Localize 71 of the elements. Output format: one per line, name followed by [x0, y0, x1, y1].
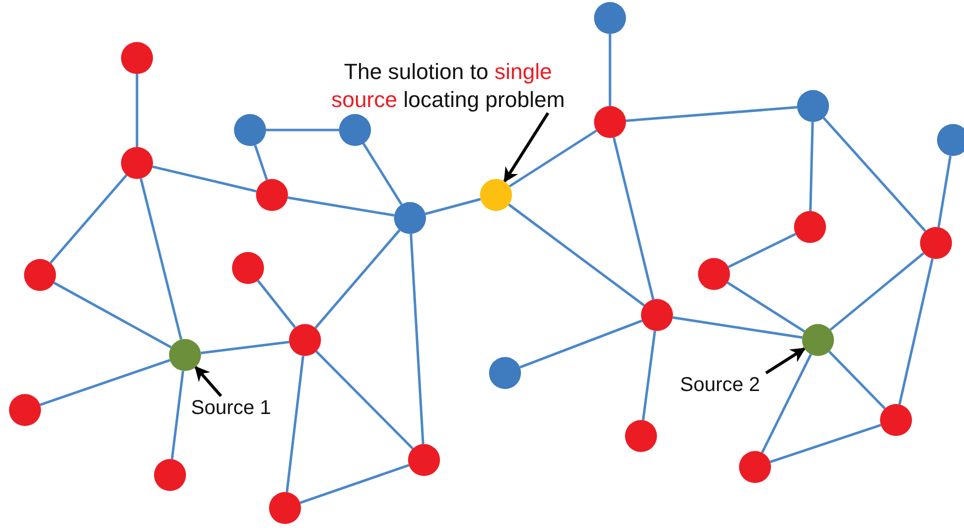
network-link: [140, 178, 182, 340]
network-node: [9, 394, 41, 426]
network-link: [286, 356, 304, 492]
network-link: [53, 282, 172, 348]
network-node: [739, 451, 771, 483]
network-link: [520, 320, 642, 368]
network-node: [256, 179, 288, 211]
network-link: [200, 340, 290, 354]
network-node: [794, 211, 826, 243]
network-node: [232, 252, 264, 284]
network-node: [408, 444, 440, 476]
network-link: [266, 128, 339, 132]
network-link: [152, 165, 257, 193]
network-node: [625, 420, 657, 452]
network-node: [594, 2, 626, 34]
network-node: [169, 339, 201, 371]
network-node: [154, 459, 186, 491]
network-link: [136, 74, 138, 147]
network-node: [121, 42, 153, 74]
network-link: [608, 34, 612, 106]
network-link: [40, 359, 170, 406]
annotation-text: The sulotion to single source locating problem: [308, 58, 588, 113]
network-link: [50, 174, 128, 264]
network-node: [594, 106, 626, 138]
network-link: [828, 350, 886, 410]
network-link: [254, 144, 268, 180]
arrow: [503, 112, 550, 183]
network-link: [410, 234, 424, 444]
network-link: [425, 198, 481, 216]
network-node: [394, 202, 426, 234]
network-node: [234, 114, 266, 146]
network-link: [256, 280, 296, 328]
network-link: [288, 196, 394, 217]
network-node: [641, 299, 673, 331]
network-link: [770, 424, 882, 464]
network-link: [362, 142, 403, 206]
network-link: [822, 117, 926, 232]
network-link: [672, 316, 802, 339]
network-node: [289, 324, 321, 356]
network-link: [830, 252, 924, 331]
network-node: [489, 357, 521, 389]
network-node: [480, 179, 512, 211]
network-node: [698, 258, 730, 290]
network-node: [880, 404, 912, 436]
network-node: [121, 147, 153, 179]
network-link: [937, 156, 952, 228]
network-node: [269, 492, 301, 524]
network-node: [797, 90, 829, 122]
network-link: [170, 370, 184, 460]
network-link: [314, 229, 401, 329]
network-link: [300, 464, 410, 504]
network-link: [642, 330, 656, 420]
arrow: [765, 347, 806, 374]
source-label: Source 1: [191, 396, 272, 420]
network-node: [937, 124, 964, 156]
network-link: [508, 130, 598, 188]
network-link: [508, 204, 645, 306]
network-node: [339, 114, 371, 146]
network-link: [761, 354, 812, 454]
arrow: [194, 366, 222, 397]
network-link: [809, 122, 814, 212]
network-node: [920, 227, 952, 259]
source-label: Source 2: [680, 373, 760, 397]
network-link: [898, 258, 934, 405]
network-link: [315, 350, 414, 450]
network-link: [626, 106, 798, 122]
network-node: [802, 324, 834, 356]
network-node: [24, 259, 56, 291]
network-link: [726, 282, 806, 332]
network-link: [612, 137, 654, 300]
network-link: [728, 232, 796, 268]
